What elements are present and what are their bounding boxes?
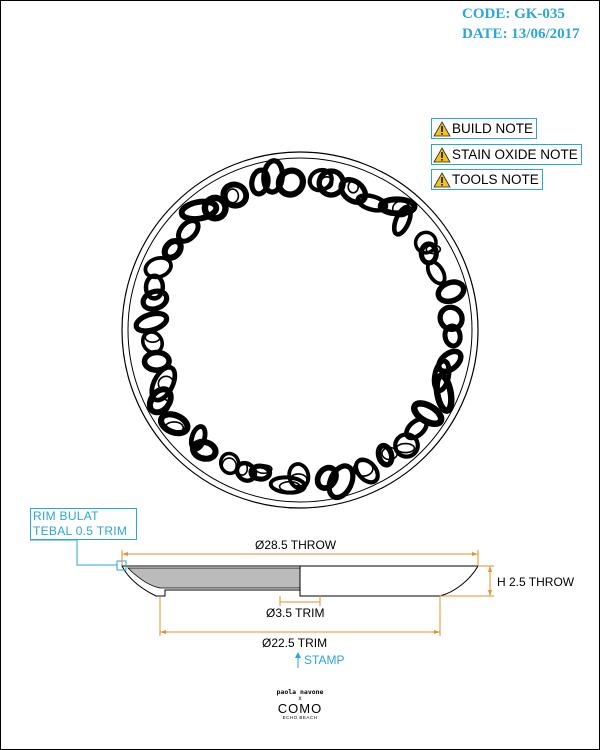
scribble-loop [221,457,237,475]
warning-icon [433,146,451,162]
rim-leader-line [30,539,117,566]
scribble-loop [226,188,240,204]
dim-top-diameter: Ø28.5 THROW [255,538,337,552]
scribble-loop [289,473,308,487]
scribble-loop [157,411,191,437]
dimension-arrows [122,552,492,634]
scribble-loop [353,457,380,485]
scribble-loop [338,177,369,205]
warning-icon [433,171,451,187]
scribble-loop [178,198,220,222]
scribble-loop [437,304,465,332]
product-code: CODE: GK-035 [462,6,565,22]
rim-note-box: RIM BULAT TEBAL 0.5 TRIM [30,508,137,540]
stamp-label: STAMP [304,653,345,667]
scribble-loop [314,464,339,491]
scribble-loop [425,244,442,255]
scribble-loop [375,442,395,468]
scribble-loop [381,446,398,461]
scribble-loop [140,288,170,312]
scribble-loop [144,331,161,343]
tools-note-button[interactable]: TOOLS NOTE [431,169,543,190]
scribble-loop [275,167,307,198]
scribble-loop [188,424,208,452]
logo-x: x [298,696,302,702]
scribble-loop [320,176,334,190]
plate-outer-rim [121,151,479,509]
scribble-loop [347,180,360,194]
scribble-loop [442,323,463,349]
scribble-loop [435,279,467,305]
scribble-loop [268,475,307,495]
scribble-loop [201,194,229,222]
scribble-loop [220,181,250,209]
stain-oxide-note-label: STAIN OXIDE NOTE [452,147,578,162]
scribble-loop [391,204,413,237]
scribble-loop [133,310,170,334]
scribble-loop [393,432,420,459]
scribble-loop [316,168,346,198]
dimension-lines [121,550,494,636]
scribble-loop [164,421,185,435]
tools-note-label: TOOLS NOTE [452,172,539,187]
scribble-loop [278,480,301,493]
rim-note-line2: TEBAL 0.5 TRIM [33,524,128,538]
scribble-loop [248,463,273,482]
scribble-loop [355,193,389,213]
scribble-loop [436,348,464,375]
scribble-loop [395,442,416,454]
scribble-loop [157,375,175,393]
drawing-date: DATE: 13/06/2017 [462,26,580,42]
stain-oxide-note-button[interactable]: STAIN OXIDE NOTE [431,144,582,165]
scribble-loop [161,238,184,261]
scribble-loop [433,372,455,414]
logo-location: ECHO BEACH [282,715,318,720]
build-note-button[interactable]: BUILD NOTE [431,118,538,139]
scribble-decoration-ring [133,158,467,501]
brand-logo: paola navone x COMO ECHO BEACH [255,688,345,720]
warning-icon [433,120,451,136]
scribble-loop [143,255,173,280]
logo-brand: COMO [277,701,323,716]
rim-note-line1: RIM BULAT [33,509,99,523]
plate-inner-rim [127,157,473,503]
scribble-loop [326,463,356,501]
build-note-label: BUILD NOTE [452,121,534,136]
dim-foot-diameter: Ø3.5 TRIM [266,606,325,620]
logo-designer: paola navone [276,688,324,696]
dim-base-diameter: Ø22.5 TRIM [262,636,328,650]
stamp-arrow-head [295,652,301,658]
dim-height: H 2.5 THROW [497,575,575,589]
scribble-loop [249,167,271,197]
profile-section-fill [127,567,301,589]
